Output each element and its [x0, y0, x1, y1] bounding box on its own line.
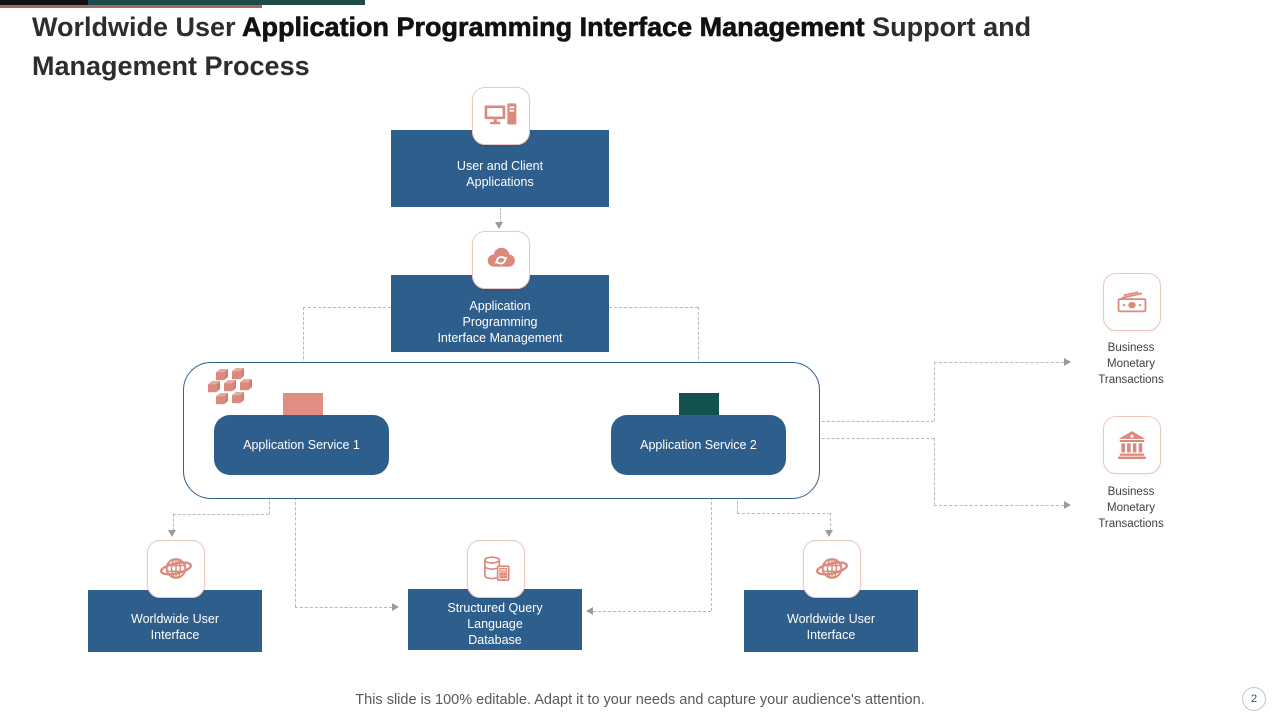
title-segment-1: Worldwide User — [32, 12, 243, 42]
cubes-cluster-icon — [208, 368, 252, 405]
side-label-line: Monetary — [1107, 358, 1155, 370]
connector — [173, 514, 174, 531]
node-label-line: Worldwide User — [787, 612, 875, 626]
side-label-line: Transactions — [1098, 518, 1164, 530]
node-label-line: Interface Management — [437, 330, 563, 345]
connector — [934, 362, 935, 421]
node-label-line: Application — [469, 298, 531, 313]
connector — [711, 497, 712, 611]
title-segment-2: Application Programming Interface Manage… — [242, 12, 873, 43]
slide-title: Worldwide User Application Programming I… — [32, 8, 1248, 86]
connector — [787, 438, 934, 439]
node-label-line: Worldwide User — [131, 612, 219, 626]
connector — [934, 362, 1064, 363]
arrowhead-down-icon — [168, 530, 176, 537]
connector — [593, 611, 711, 612]
connector — [295, 497, 296, 607]
arrowhead-left-icon — [586, 607, 593, 615]
node-worldwide-user-interface-left: Worldwide User Interface — [88, 590, 262, 652]
header-bar-brown — [0, 5, 262, 8]
connector — [934, 438, 935, 505]
node-label-line: User and Client — [456, 158, 544, 173]
node-label-line: Application Service 1 — [243, 438, 360, 452]
side-label-line: Business — [1107, 486, 1155, 498]
side-label-line: Business — [1107, 342, 1155, 354]
node-label-line: Structured Query — [447, 600, 543, 615]
connector — [173, 514, 269, 515]
node-label-line: Language — [467, 616, 523, 631]
connector — [698, 307, 699, 379]
connector — [737, 513, 830, 514]
node-label-line: Application Service 2 — [640, 438, 757, 452]
node-label-line: Applications — [466, 174, 534, 189]
connector — [609, 307, 698, 308]
node-label-line: Interface — [806, 628, 856, 642]
arrowhead-right-icon — [1064, 501, 1071, 509]
connector — [934, 505, 1064, 506]
title-segment-4: Management Process — [32, 51, 310, 81]
node-application-service-2: Application Service 2 — [611, 415, 786, 475]
label-business-monetary-transactions-2: Business Monetary Transactions — [1071, 484, 1191, 532]
globe-orbit-icon — [147, 540, 205, 598]
cloud-sync-icon — [472, 231, 530, 289]
arrowhead-right-icon — [392, 603, 399, 611]
arrowhead-down-icon — [825, 530, 833, 537]
connector — [830, 513, 831, 531]
side-label-line: Transactions — [1098, 374, 1164, 386]
node-label-line: Interface — [150, 628, 200, 642]
node-worldwide-user-interface-right: Worldwide User Interface — [744, 590, 918, 652]
database-icon — [467, 540, 525, 598]
connector — [295, 607, 392, 608]
arrowhead-down-icon — [495, 222, 503, 229]
footer-note: This slide is 100% editable. Adapt it to… — [355, 692, 925, 708]
service2-tab-shape — [679, 393, 719, 415]
money-banknotes-icon — [1103, 273, 1161, 331]
arrowhead-right-icon — [1064, 358, 1071, 366]
connector — [269, 497, 270, 514]
node-application-service-1: Application Service 1 — [214, 415, 389, 475]
service1-tab-shape — [283, 393, 323, 415]
bank-building-icon — [1103, 416, 1161, 474]
label-business-monetary-transactions-1: Business Monetary Transactions — [1071, 340, 1191, 388]
title-segment-3: Support and — [872, 12, 1032, 42]
node-label-line: Database — [468, 632, 522, 647]
page-number-badge: 2 — [1242, 687, 1266, 711]
connector — [737, 497, 738, 513]
node-label-line: Programming — [462, 314, 538, 329]
connector — [787, 421, 934, 422]
desktop-computer-icon — [472, 87, 530, 145]
header-bar-teal — [88, 0, 365, 5]
connector — [500, 208, 501, 223]
node-sql-database: Structured Query Language Database — [408, 589, 582, 650]
connector — [303, 307, 391, 308]
side-label-line: Monetary — [1107, 502, 1155, 514]
globe-orbit-icon — [803, 540, 861, 598]
header-bar-black — [0, 0, 88, 5]
connector — [303, 307, 304, 379]
